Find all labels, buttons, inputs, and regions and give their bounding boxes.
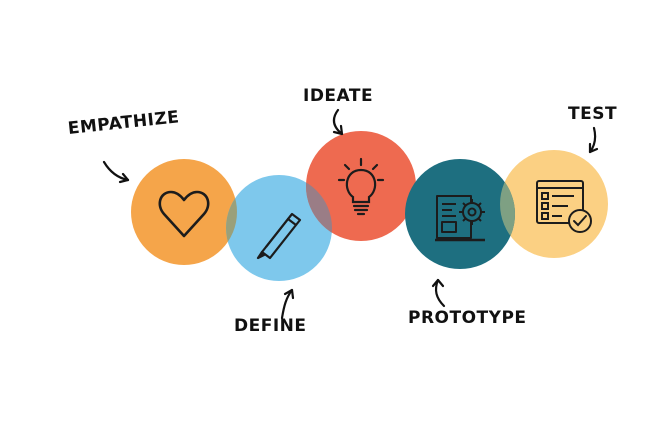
empathize-arrow: [102, 160, 130, 184]
ideate-label: IDEATE: [303, 86, 374, 106]
empathize-circle: [131, 159, 237, 265]
prototype-label: PROTOTYPE: [408, 308, 527, 328]
prototype-arrow: [431, 278, 446, 308]
define-circle: [226, 175, 332, 281]
test-circle: [500, 150, 608, 258]
checklist-icon: [536, 180, 592, 233]
lightbulb-icon: [337, 157, 385, 216]
ideate-circle: [306, 131, 416, 241]
test-arrow: [588, 126, 599, 154]
ideate-arrow: [332, 108, 344, 136]
pencil-icon: [256, 212, 302, 260]
blueprint-gear-icon: [435, 195, 485, 242]
define-label: DEFINE: [234, 316, 307, 336]
test-label: TEST: [568, 104, 618, 124]
define-arrow: [280, 288, 295, 320]
heart-icon: [158, 190, 210, 238]
